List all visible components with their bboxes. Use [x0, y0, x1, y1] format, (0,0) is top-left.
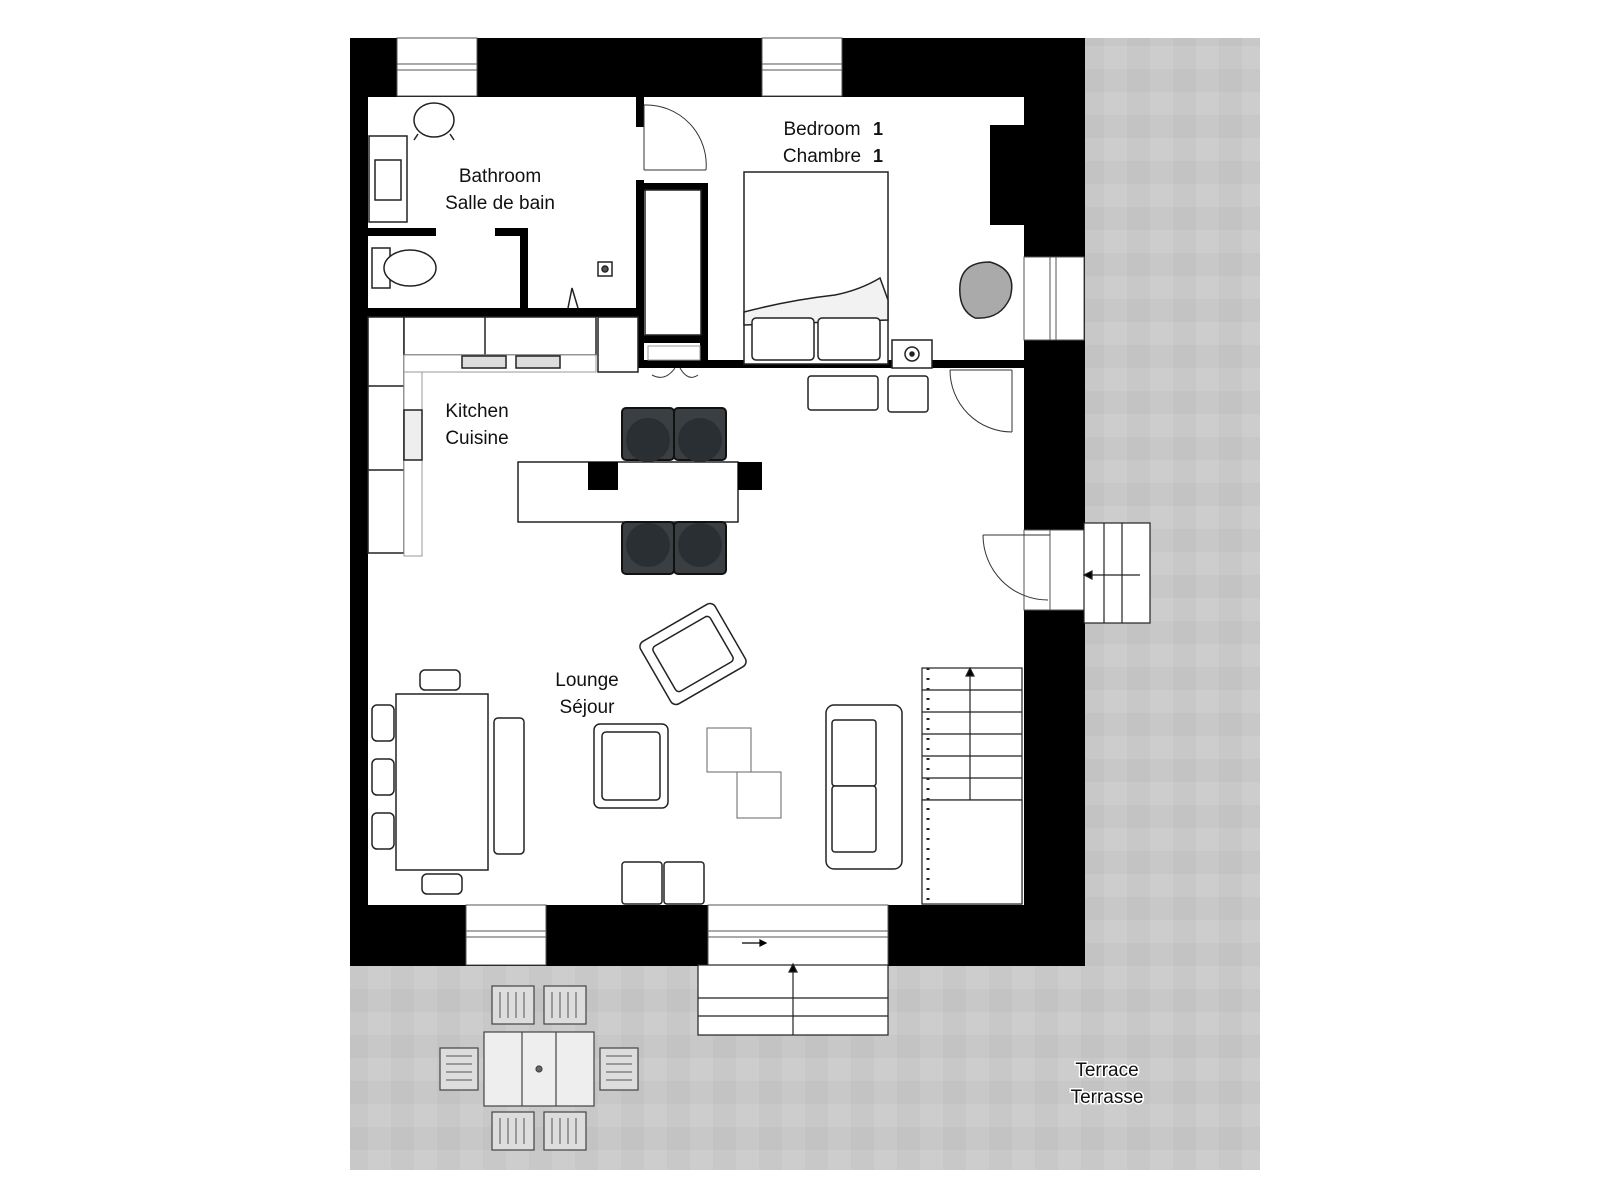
terrace-table-set	[439, 985, 639, 1151]
doors	[643, 104, 1050, 601]
terrace-label-en: Terrace	[1075, 1060, 1138, 1081]
kitchen-counters	[367, 316, 639, 557]
bedroom-label-fr: Chambre	[783, 146, 861, 167]
bedroom-furniture	[644, 171, 1013, 413]
lounge-label-fr: Séjour	[560, 697, 616, 718]
bedroom-number-en: 1	[873, 119, 883, 139]
sliding-door-arrow	[742, 939, 768, 947]
windows	[396, 37, 1085, 966]
lounge-label-en: Lounge	[555, 670, 618, 691]
kitchen-label-fr: Cuisine	[445, 428, 508, 449]
kitchen-island	[517, 407, 762, 575]
right-wall-block	[990, 97, 1084, 905]
bedroom-number-fr: 1	[873, 146, 883, 166]
terrace-label-fr: Terrasse	[1071, 1087, 1144, 1108]
kitchen-label-en: Kitchen	[445, 401, 508, 422]
stairs-interior	[921, 666, 1023, 905]
lounge-furniture	[371, 602, 903, 905]
bathroom-label-fr: Salle de bain	[445, 193, 555, 214]
room-labels: Bathroom Salle de bain Bedroom 1 Chambre…	[445, 119, 1145, 1110]
bathroom-label-en: Bathroom	[459, 166, 541, 187]
bathroom-fixtures	[368, 102, 613, 309]
bedroom-label-en: Bedroom	[783, 119, 860, 140]
entry-steps	[697, 522, 1151, 1036]
